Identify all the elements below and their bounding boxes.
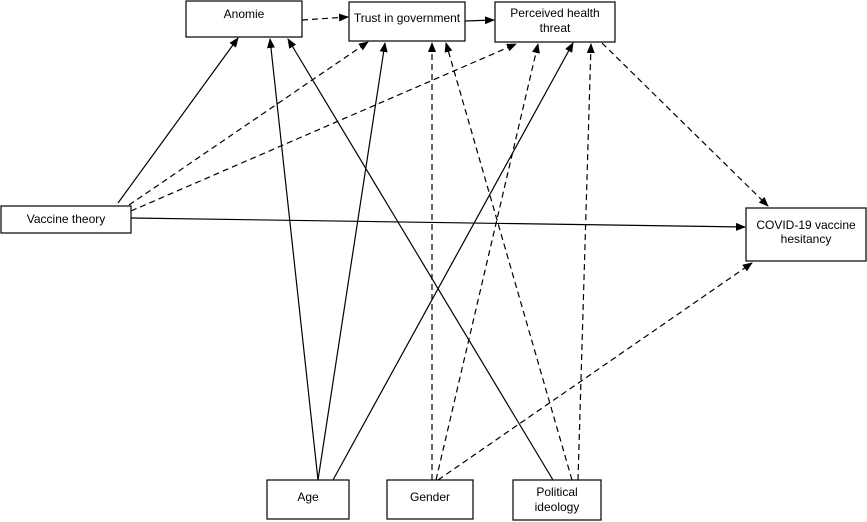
- node-anomie-box: [185, 0, 303, 38]
- edge-ideology-to-anomie: [287, 38, 554, 481]
- edge-threat-to-hesitancy: [601, 42, 769, 207]
- edge-vaccine-theory-to-hesitancy: [130, 217, 746, 231]
- node-threat-label-line2: threat: [540, 21, 571, 35]
- node-trust: Trust in government: [348, 1, 466, 42]
- node-threat: Perceived health threat: [494, 1, 616, 43]
- edge-ideology-to-trust: [444, 42, 573, 481]
- node-vaccine-theory-label: Vaccine theory: [27, 212, 106, 226]
- node-vaccine-theory-box: [0, 205, 132, 234]
- node-age-label: Age: [297, 490, 319, 504]
- node-age: Age: [266, 479, 350, 520]
- edge-anomie-to-trust: [301, 13, 349, 22]
- node-hesitancy-box: [745, 207, 867, 262]
- edge-gender-to-hesitancy: [437, 262, 753, 481]
- node-hesitancy: COVID-19 vaccine hesitancy: [745, 207, 867, 262]
- node-trust-label: Trust in government: [354, 11, 461, 25]
- edge-ideology-to-threat: [577, 43, 595, 481]
- node-ideology-label-line2: ideology: [535, 500, 580, 514]
- node-anomie-label: Anomie: [224, 7, 265, 21]
- edge-age-to-trust: [317, 42, 388, 481]
- node-trust-box: [348, 1, 466, 42]
- node-threat-label-line1: Perceived health: [510, 6, 599, 20]
- edge-vaccine-theory-to-anomie: [117, 37, 239, 204]
- node-gender-label: Gender: [410, 490, 450, 504]
- node-vaccine-theory: Vaccine theory: [0, 205, 132, 234]
- edges-layer: [117, 13, 769, 481]
- node-anomie: Anomie: [185, 0, 303, 38]
- edge-vaccine-theory-to-threat: [130, 43, 517, 212]
- node-ideology-box: [512, 479, 602, 521]
- edge-gender-to-threat: [435, 43, 540, 481]
- edge-age-to-threat: [332, 42, 574, 481]
- node-age-box: [266, 479, 350, 520]
- node-hesitancy-label-line1: COVID-19 vaccine: [756, 218, 856, 232]
- node-ideology: Political ideology: [512, 479, 602, 521]
- node-hesitancy-label-line2: hesitancy: [781, 232, 832, 246]
- node-gender-box: [386, 479, 474, 520]
- node-ideology-label-line1: Political: [536, 485, 577, 499]
- node-threat-box: [494, 1, 616, 43]
- edge-vaccine-theory-to-trust: [128, 41, 369, 206]
- edge-trust-to-threat: [464, 16, 495, 25]
- edge-age-to-anomie: [266, 38, 319, 481]
- node-gender: Gender: [386, 479, 474, 520]
